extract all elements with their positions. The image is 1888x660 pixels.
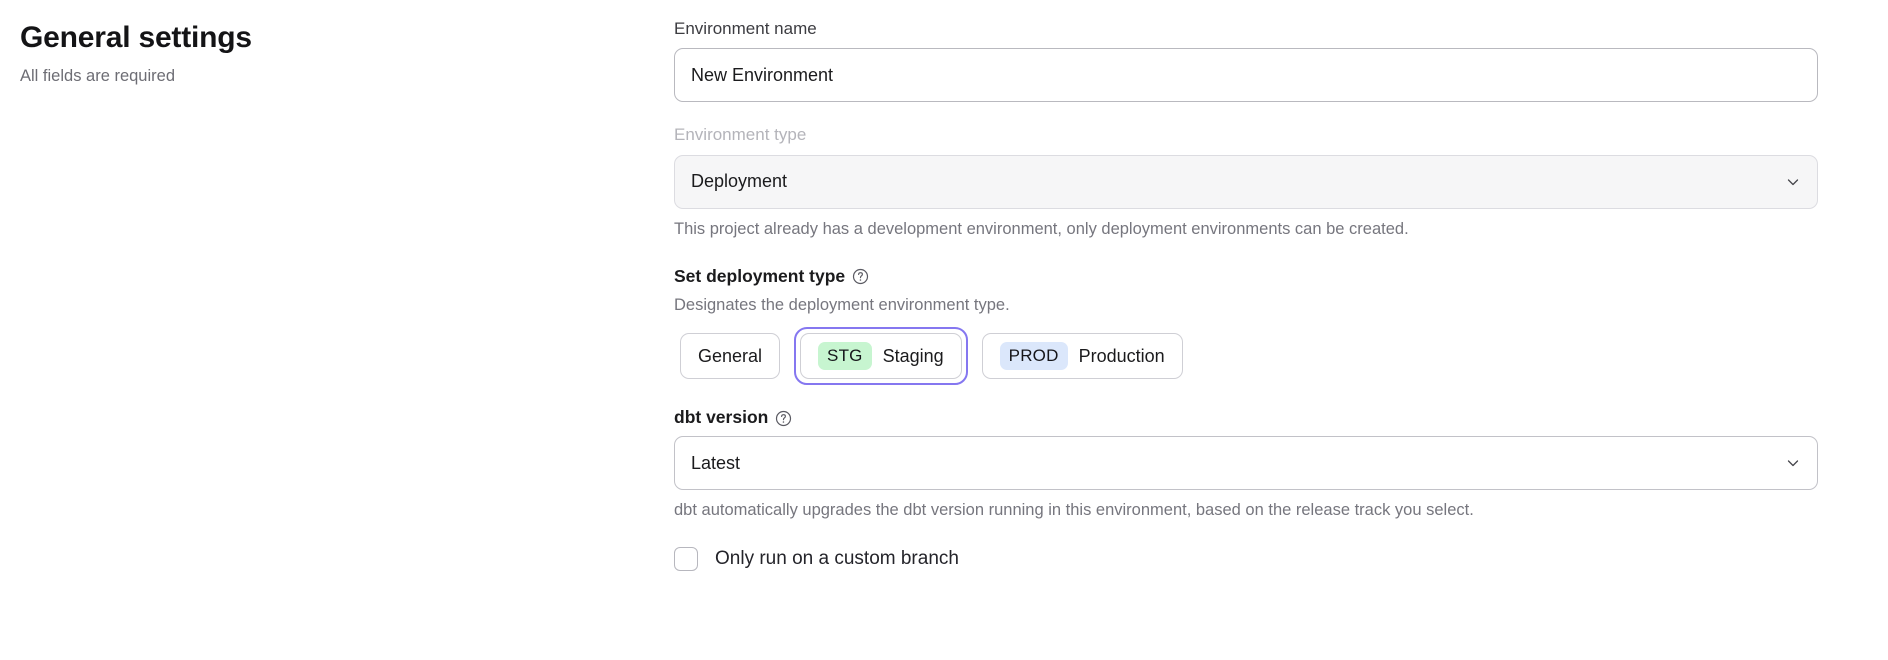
deployment-type-label-row: Set deployment type [674,266,1818,288]
staging-badge: STG [818,342,872,371]
environment-type-helper-text: This project already has a development e… [674,219,1409,238]
deployment-option-general[interactable]: General [680,333,781,380]
deployment-type-description: Designates the deployment environment ty… [674,295,1010,314]
dbt-version-label: dbt version [674,407,769,428]
dbt-version-label-row: dbt version [674,407,1818,429]
production-badge: PROD [999,342,1068,371]
deployment-type-field: Set deployment type Designates the deplo… [674,266,1818,386]
environment-name-label: Environment name [674,19,817,38]
environment-type-value: Deployment [691,171,788,191]
environment-name-input[interactable]: New Environment [674,48,1818,103]
dbt-version-select[interactable]: Latest [674,436,1818,491]
deployment-option-general-label: General [698,345,763,366]
settings-form-column: Environment name New Environment Environ… [674,18,1853,660]
dbt-version-helper-text: dbt automatically upgrades the dbt versi… [674,501,1474,520]
deployment-option-production-label: Production [1078,345,1165,366]
dbt-version-field: dbt version Latest dbt automatica [674,407,1818,521]
settings-header-column: General settings All fields are required [0,18,674,660]
environment-type-field: Environment type Deployment This project… [674,124,1818,240]
dbt-version-value: Latest [691,452,741,473]
custom-branch-row[interactable]: Only run on a custom branch [674,546,1818,571]
page-subtitle: All fields are required [20,67,175,85]
page-title: General settings [20,21,252,54]
deployment-type-options: General STG Staging PROD Production [674,327,1818,386]
environment-type-select[interactable]: Deployment [674,154,1818,209]
environment-type-label: Environment type [674,125,807,145]
deployment-option-production-wrapper: PROD Production [976,327,1189,385]
help-circle-icon[interactable] [775,410,792,427]
deployment-option-staging[interactable]: STG Staging [800,333,962,380]
deployment-option-production[interactable]: PROD Production [981,333,1183,380]
environment-name-field: Environment name New Environment [674,18,1818,103]
deployment-option-staging-label: Staging [882,345,944,366]
deployment-type-label: Set deployment type [674,265,846,286]
custom-branch-checkbox[interactable] [674,546,698,571]
chevron-down-icon [1785,455,1801,471]
help-circle-icon[interactable] [852,268,869,285]
chevron-down-icon [1785,174,1801,190]
custom-branch-label[interactable]: Only run on a custom branch [715,547,959,569]
deployment-option-staging-wrapper: STG Staging [794,327,968,386]
deployment-option-general-wrapper: General [674,327,786,385]
